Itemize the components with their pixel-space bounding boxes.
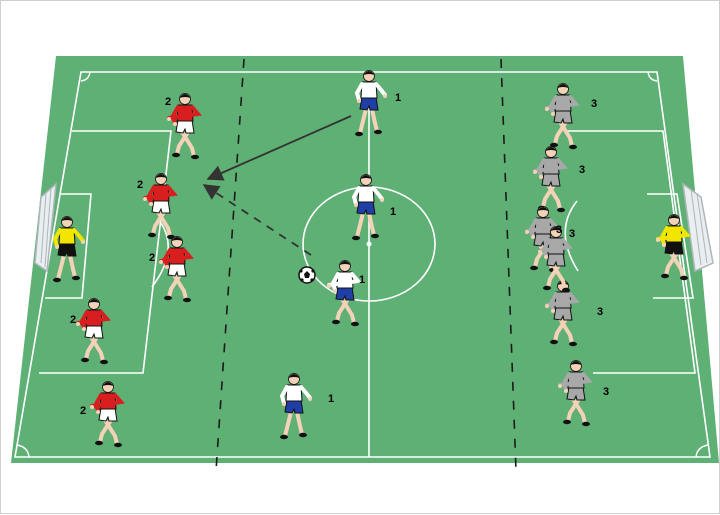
player-number-label: 3: [569, 228, 575, 240]
player-number-label: 2: [70, 314, 76, 326]
player-number-label: 3: [603, 386, 609, 398]
player-number-label: 1: [390, 206, 396, 218]
player-number-label: 2: [165, 96, 171, 108]
player-number-label: 1: [395, 92, 401, 104]
player-number-label: 3: [597, 306, 603, 318]
center-spot: [367, 242, 372, 247]
player-number-label: 2: [137, 179, 143, 191]
player-number-label: 2: [149, 252, 155, 264]
player-number-label: 1: [328, 393, 334, 405]
player-number-label: 2: [80, 405, 86, 417]
player-number-label: 3: [579, 164, 585, 176]
player-number-label: 3: [591, 98, 597, 110]
ball-icon: [299, 267, 315, 283]
player-number-label: 3: [556, 224, 562, 236]
player-number-label: 1: [359, 274, 365, 286]
